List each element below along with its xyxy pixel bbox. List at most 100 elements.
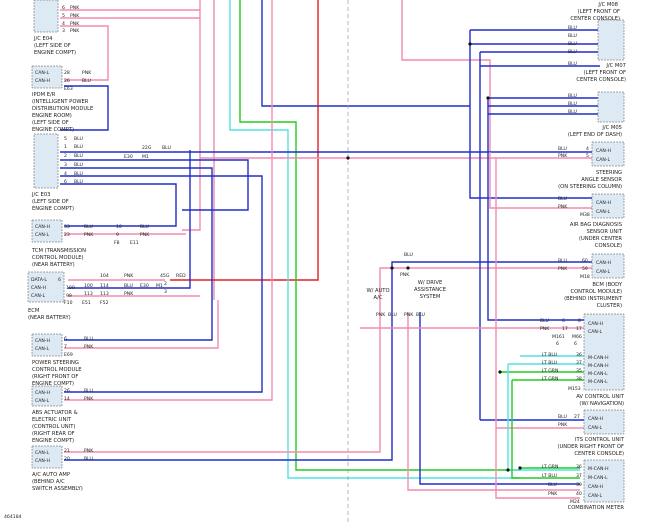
ps-label: (RIGHT FRONT OF xyxy=(32,374,78,380)
jc-e03-num: 4 xyxy=(64,171,67,177)
wire-e03-blu-5 xyxy=(60,183,177,227)
sas-num: 4 xyxy=(586,146,589,152)
jc-e03-num: 5 xyxy=(64,136,67,142)
its-label: CENTER CONSOLE) xyxy=(574,451,624,457)
av-num: 17 xyxy=(576,326,582,332)
abs-wire: BLU xyxy=(84,388,93,394)
jc-e03-num: 6 xyxy=(64,179,67,185)
abs-box xyxy=(31,385,63,407)
ecm-red-wire: RED xyxy=(176,273,186,279)
combination-meter: M-CAN-H M-CAN-L CAN-H CAN-L 36 37 39 40 … xyxy=(542,459,625,511)
jc-e03: 5 1 2 3 4 6 BLU BLU BLU BLU BLU BLU 22G … xyxy=(31,133,171,212)
ecm-mid-wire: BLU xyxy=(124,283,133,289)
w-drive-assist-wire: BLU xyxy=(416,312,425,318)
meter-wire: BLU xyxy=(548,482,557,488)
bcm-box xyxy=(591,253,625,279)
splice-dot xyxy=(506,468,510,472)
splice-dot xyxy=(518,466,522,470)
av-label: (W/ NAVIGATION) xyxy=(579,401,624,407)
w-drive-assist-label: W/ DRIVE xyxy=(418,280,442,286)
meter-label: COMBINATION METER xyxy=(568,505,625,511)
tcm-label: CONTROL MODULE) xyxy=(32,255,84,261)
meter-pin: M-CAN-L xyxy=(588,475,608,481)
av-pin: M-CAN-L xyxy=(588,371,608,377)
ecm-conn: F52 xyxy=(100,300,109,306)
ac-pin: CAN-H xyxy=(35,458,50,464)
sas-wire: PNK xyxy=(558,153,568,159)
bcm-wire: BLU xyxy=(558,258,567,264)
jc-m08-wire: BLU xyxy=(568,33,577,39)
airbag-pin: CAN-L xyxy=(596,209,610,215)
figure-id: 464184 xyxy=(4,514,22,520)
jc-e04-pin: 5 xyxy=(62,13,65,19)
airbag-label: AIR BAG DIAGNOSIS xyxy=(570,222,622,228)
jc-e03-wire: BLU xyxy=(74,144,83,150)
jc-e04-wire: PNK xyxy=(70,21,80,27)
meter-num: 37 xyxy=(576,473,582,479)
av-connector: M153 xyxy=(568,386,581,392)
tcm-label: TCM (TRANSMISSION xyxy=(31,248,86,254)
wire-da-blu-down xyxy=(419,312,580,485)
airbag-box xyxy=(591,193,625,219)
meter-pin: M-CAN-H xyxy=(588,466,609,472)
abs-label: ENGINE COMPT) xyxy=(32,438,74,444)
av-pin: CAN-L xyxy=(588,329,602,335)
bcm-wire: PNK xyxy=(558,266,568,272)
ipdm-num: 28 xyxy=(64,70,70,76)
jc-e03-wire: BLU xyxy=(74,136,83,142)
sas-label: STEERING xyxy=(596,170,622,176)
jc-m08-label: J/C M08 xyxy=(597,2,618,8)
ecm-inner-num: 113 xyxy=(84,291,93,297)
abs-num: 14 xyxy=(64,396,70,402)
splice-dot xyxy=(498,370,502,374)
meter-wire: PNK xyxy=(548,491,558,497)
av-alt-num: 6 xyxy=(562,318,565,324)
jc-e03-conn-b: M1 xyxy=(142,154,149,160)
ecm-pin: CAN-H xyxy=(31,285,46,291)
wire-bus-vert-1 xyxy=(469,30,600,199)
tcm-right-num: 10 xyxy=(116,224,122,230)
airbag-connector: M38 xyxy=(580,212,590,218)
ecm-box xyxy=(27,271,65,303)
av-num: 38 xyxy=(576,376,582,382)
its-label: (UNDER RIGHT FRONT OF xyxy=(557,444,624,450)
tcm-conn-b: E11 xyxy=(130,240,139,246)
ecm-conn-num: 3 xyxy=(164,289,167,295)
tcm-wire: PNK xyxy=(84,232,94,238)
meter-pin: CAN-H xyxy=(588,484,603,490)
ecm-mid-num: 104 xyxy=(100,273,109,279)
jc-e03-num: 2 xyxy=(64,153,67,159)
av-wire: LT GRN xyxy=(542,376,558,382)
ac-auto-amp: CAN-L CAN-H 21 20 PNK BLU A/C AUTO AMP (… xyxy=(31,445,94,492)
jc-e03-box xyxy=(33,133,59,189)
ps-label: POWER STEERING xyxy=(32,360,79,366)
jc-e04-loc: (LEFT SIDE OF xyxy=(34,43,71,49)
sas-box xyxy=(591,141,625,167)
tcm-label: (NEAR BATTERY) xyxy=(32,262,75,268)
airbag-label: CONSOLE) xyxy=(595,243,622,249)
ps-wire: PNK xyxy=(84,344,94,350)
av-label: AV CONTROL UNIT xyxy=(576,394,625,400)
abs-num: 26 xyxy=(64,388,70,394)
jc-m05: BLU BLU BLU J/C M05 (LEFT END OF DASH) xyxy=(568,91,625,138)
abs-pin: CAN-H xyxy=(35,390,50,396)
w-drive-assist-wire: BLU xyxy=(404,252,413,258)
airbag-label: (UNDER CENTER xyxy=(579,236,622,242)
ac-label: SWITCH ASSEMBLY) xyxy=(32,486,83,492)
ecm-conn-a: E30 xyxy=(140,283,149,289)
its-pin: CAN-L xyxy=(588,425,602,431)
splice-dot xyxy=(468,42,472,46)
sas-wire: BLU xyxy=(558,146,567,152)
splice-dots xyxy=(346,42,522,472)
ecm-conn-num: 2 xyxy=(164,281,167,287)
its-box xyxy=(583,409,625,435)
wire-ps-pnk xyxy=(64,300,219,349)
sas-pin: CAN-H xyxy=(596,148,611,154)
airbag-label: SENSOR UNIT xyxy=(587,229,623,235)
ecm-conn: F10 xyxy=(64,300,73,306)
ac-label: (BEHIND A/C xyxy=(32,479,65,485)
ecm-mid-num: 114 xyxy=(100,283,109,289)
av-pin: M-CAN-H xyxy=(588,363,609,369)
wire-ecm-blu xyxy=(68,150,191,289)
